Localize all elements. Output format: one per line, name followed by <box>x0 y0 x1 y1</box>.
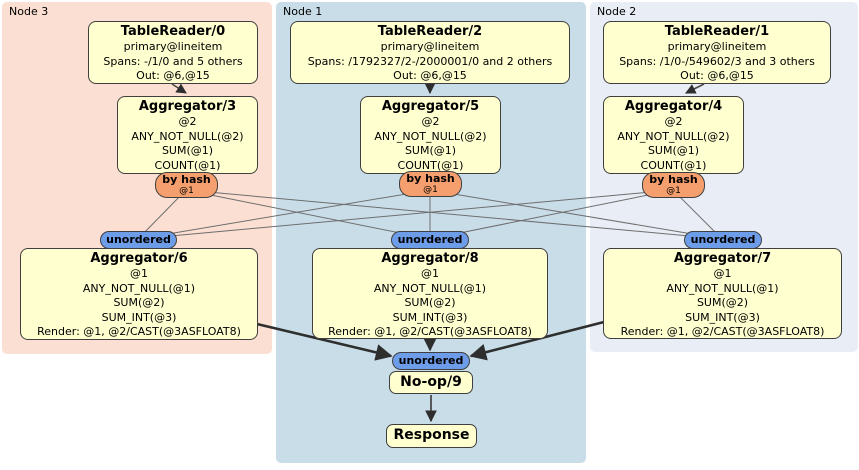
router-label: by hash <box>162 173 211 186</box>
response-box: Response <box>386 424 477 448</box>
edge-agg7-noop <box>469 320 605 361</box>
processor-detail: Render: @1, @2/CAST(@3ASFLOAT8) <box>620 325 825 339</box>
processor-detail: primary@lineitem <box>667 40 767 53</box>
edge-hash3-sync7 <box>185 189 723 240</box>
router-detail: @1 <box>423 185 438 195</box>
processor-detail: SUM(@1) <box>404 144 457 158</box>
processor-detail: ANY_NOT_NULL(@1) <box>666 281 779 295</box>
processor-aggregator-3: Aggregator/3 @2 ANY_NOT_NULL(@2) SUM(@1)… <box>117 96 258 174</box>
processor-detail: ANY_NOT_NULL(@2) <box>374 129 487 143</box>
processor-noop-9: No-op/9 <box>389 371 473 394</box>
processor-title: Aggregator/3 <box>138 99 237 114</box>
edge-tr1-agg4 <box>685 83 705 94</box>
processor-tablereader-2: TableReader/2 primary@lineitem Spans: /1… <box>290 21 570 84</box>
processor-detail: Out: @6,@15 <box>136 69 210 83</box>
processor-detail: @2 <box>178 115 197 128</box>
processor-detail: COUNT(@1) <box>397 158 464 172</box>
processor-detail: Spans: -/1/0 and 5 others <box>103 54 243 68</box>
processor-detail: SUM_INT(@3) <box>685 310 760 324</box>
router-detail: @1 <box>179 186 194 196</box>
processor-detail: @2 <box>664 115 683 128</box>
processor-title: Aggregator/6 <box>90 251 188 266</box>
edge-hash4-sync7 <box>672 189 723 240</box>
edge-hash5-sync6 <box>137 189 431 240</box>
processor-detail: ANY_NOT_NULL(@2) <box>131 129 244 143</box>
edge-hash3-sync6 <box>137 189 187 240</box>
processor-title: TableReader/1 <box>664 24 770 39</box>
processor-detail: ANY_NOT_NULL(@1) <box>82 281 196 295</box>
sync-unordered-8: unordered <box>391 231 469 249</box>
router-label: by hash <box>649 173 698 186</box>
edge-hash4-sync6 <box>137 189 674 240</box>
processor-title: Aggregator/5 <box>381 99 480 114</box>
edge-agg6-noop <box>256 322 393 361</box>
processor-tablereader-1: TableReader/1 primary@lineitem Spans: /1… <box>603 21 831 84</box>
edge-hash4-sync8 <box>429 189 674 240</box>
processor-title: TableReader/0 <box>120 24 226 39</box>
processor-detail: SUM(@1) <box>161 144 214 158</box>
processor-detail: primary@lineitem <box>123 40 223 53</box>
sync-unordered-7: unordered <box>684 231 762 249</box>
processor-detail: SUM(@2) <box>404 296 456 310</box>
processor-detail: Out: @6,@15 <box>393 69 467 83</box>
processor-detail: SUM(@2) <box>696 296 749 310</box>
processor-detail: primary@lineitem <box>380 40 480 53</box>
router-by-hash-3: by hash @1 <box>155 172 218 198</box>
processor-detail: @2 <box>421 115 440 128</box>
processor-title: TableReader/2 <box>377 24 483 39</box>
sync-unordered-final: unordered <box>392 352 470 370</box>
processor-aggregator-6: Aggregator/6 @1 ANY_NOT_NULL(@1) SUM(@2)… <box>20 248 258 340</box>
node3-label: Node 3 <box>9 5 49 18</box>
processor-detail: SUM(@2) <box>113 296 165 310</box>
processor-detail: SUM_INT(@3) <box>392 310 468 324</box>
processor-detail: Out: @6,@15 <box>680 69 754 83</box>
processor-title: Aggregator/7 <box>673 251 772 266</box>
processor-title: Aggregator/8 <box>381 251 479 266</box>
processor-detail: Spans: /1/0-/549602/3 and 3 others <box>619 54 815 68</box>
processor-detail: COUNT(@1) <box>640 158 707 172</box>
processor-detail: @1 <box>421 267 439 280</box>
processor-detail: Render: @1, @2/CAST(@3ASFLOAT8) <box>37 325 241 339</box>
router-by-hash-5: by hash @1 <box>399 171 462 197</box>
processor-detail: SUM(@1) <box>647 144 700 158</box>
processor-tablereader-0: TableReader/0 primary@lineitem Spans: -/… <box>88 21 258 84</box>
edge-hash3-sync8 <box>185 189 431 240</box>
processor-detail: @1 <box>713 267 732 280</box>
processor-detail: Spans: /1792327/2-/2000001/0 and 2 other… <box>307 54 553 68</box>
edge-tr0-agg3 <box>171 83 187 94</box>
router-label: by hash <box>406 172 455 185</box>
processor-title: Aggregator/4 <box>624 99 723 114</box>
processor-detail: Render: @1, @2/CAST(@3ASFLOAT8) <box>328 325 532 339</box>
node1-label: Node 1 <box>283 5 323 18</box>
processor-detail: @1 <box>130 267 148 280</box>
processor-detail: ANY_NOT_NULL(@1) <box>373 281 487 295</box>
processor-aggregator-5: Aggregator/5 @2 ANY_NOT_NULL(@2) SUM(@1)… <box>360 96 501 174</box>
processor-detail: SUM_INT(@3) <box>101 310 177 324</box>
processor-aggregator-8: Aggregator/8 @1 ANY_NOT_NULL(@1) SUM(@2)… <box>312 248 548 339</box>
processor-aggregator-7: Aggregator/7 @1 ANY_NOT_NULL(@1) SUM(@2)… <box>603 248 842 339</box>
processor-detail: ANY_NOT_NULL(@2) <box>617 129 730 143</box>
router-detail: @1 <box>666 186 681 196</box>
edge-hash5-sync7 <box>429 189 723 240</box>
sync-unordered-6: unordered <box>100 231 177 249</box>
processor-aggregator-4: Aggregator/4 @2 ANY_NOT_NULL(@2) SUM(@1)… <box>603 96 744 174</box>
processor-detail: COUNT(@1) <box>154 158 221 172</box>
router-by-hash-4: by hash @1 <box>642 172 705 198</box>
node2-label: Node 2 <box>597 5 637 18</box>
